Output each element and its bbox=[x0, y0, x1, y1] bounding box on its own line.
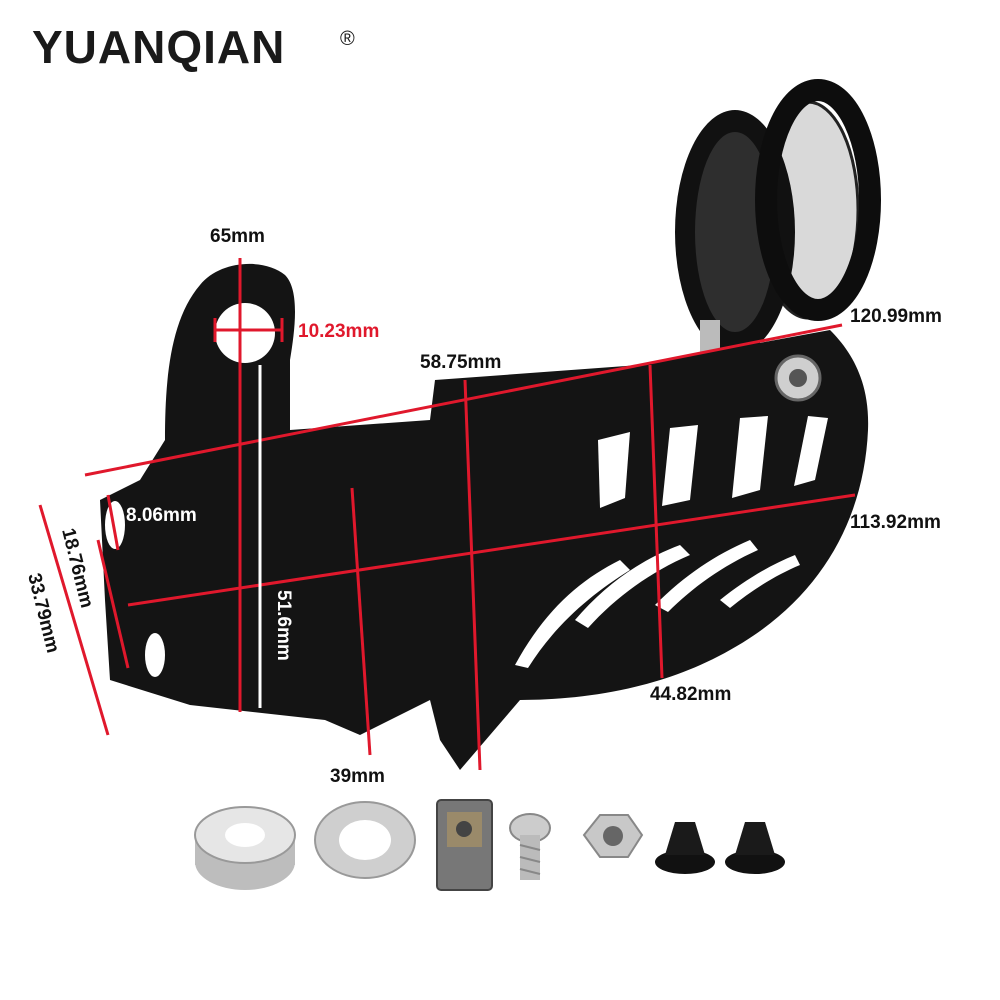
spacer-icon bbox=[194, 806, 296, 890]
rubber-grommet-icon bbox=[725, 822, 785, 874]
label-hole-diameter: 10.23mm bbox=[298, 321, 379, 342]
pipe-clamp bbox=[675, 79, 881, 360]
label-top-tab-width: 65mm bbox=[210, 226, 265, 247]
label-vent-height: 44.82mm bbox=[650, 684, 731, 705]
rubber-grommet-icon bbox=[655, 822, 715, 874]
label-overall-length: 120.99mm bbox=[850, 306, 942, 327]
dimension-lines bbox=[38, 258, 856, 771]
label-left-height: 33.79mm bbox=[23, 571, 63, 655]
bolt-head bbox=[774, 354, 822, 402]
label-top-length: 58.75mm bbox=[420, 352, 501, 373]
vent-slots bbox=[515, 416, 828, 668]
clip-nut-icon bbox=[436, 799, 493, 891]
screw-icon bbox=[509, 813, 551, 880]
hex-nut-icon bbox=[582, 814, 644, 858]
label-tab-height: 51.6mm bbox=[273, 590, 294, 661]
brand-logo: YUANQIAN bbox=[32, 21, 286, 73]
label-step-height: 39mm bbox=[330, 766, 385, 787]
label-small-hole: 8.06mm bbox=[126, 505, 197, 526]
registered-mark: ® bbox=[340, 28, 355, 50]
label-left-spacing: 18.76mm bbox=[57, 526, 97, 610]
label-bottom-length: 113.92mm bbox=[850, 512, 941, 533]
washer-icon bbox=[314, 801, 416, 879]
hardware-row bbox=[194, 799, 785, 891]
